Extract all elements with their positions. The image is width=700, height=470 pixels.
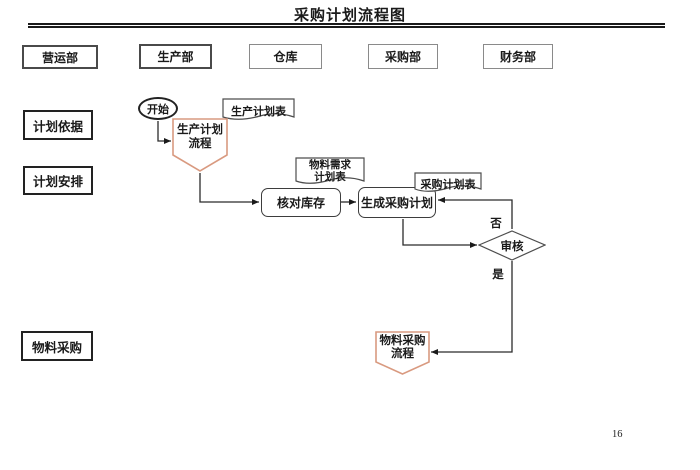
start-node: 开始 — [138, 97, 178, 120]
edge-start-to-prodproc — [157, 121, 171, 144]
generate-purchase-plan-node: 生成采购计划 — [358, 187, 436, 218]
lane-header-operations: 营运部 — [22, 45, 98, 69]
decision-shape — [478, 230, 546, 261]
check-inventory-node: 核对库存 — [261, 188, 341, 217]
node-label-line1: 生产计划 — [177, 124, 223, 136]
production-plan-process-node: 生产计划 流程 — [172, 118, 228, 173]
lane-header-finance: 财务部 — [483, 44, 553, 69]
lane-header-warehouse: 仓库 — [249, 44, 322, 69]
node-label-line2: 流程 — [188, 138, 212, 150]
node-label-line1: 物料采购 — [379, 335, 426, 347]
review-yes-label: 是 — [492, 269, 504, 281]
review-decision-node: 审核 — [478, 230, 546, 261]
document-shape — [222, 98, 295, 120]
subprocess-shape — [375, 331, 430, 375]
lane-header-purchasing: 采购部 — [368, 44, 438, 69]
node-label: 采购计划表 — [420, 179, 476, 191]
review-no-label: 否 — [490, 218, 502, 230]
page-title: 采购计划流程图 — [293, 7, 406, 24]
material-requirement-doc-node: 物料需求 计划表 — [295, 157, 365, 188]
document-shape — [414, 172, 482, 192]
node-label-line1: 物料需求 — [309, 159, 351, 171]
edge-genplan-to-review — [402, 219, 477, 248]
row-label-material-purchase: 物料采购 — [21, 331, 93, 361]
page-number: 16 — [612, 429, 623, 440]
node-label: 审核 — [500, 241, 524, 253]
lane-header-production: 生产部 — [139, 44, 212, 69]
purchase-plan-doc-node: 采购计划表 — [414, 172, 482, 196]
node-label: 生产计划表 — [231, 106, 286, 118]
node-label-line2: 流程 — [391, 348, 414, 360]
title-divider — [28, 23, 665, 28]
subprocess-shape — [172, 118, 228, 172]
material-purchase-process-node: 物料采购 流程 — [375, 331, 430, 376]
edge-prodproc-to-checkstock — [199, 173, 259, 205]
node-label-line2: 计划表 — [314, 170, 346, 183]
production-plan-doc-node: 生产计划表 — [222, 98, 295, 125]
row-label-plan-basis: 计划依据 — [23, 110, 93, 140]
document-shape — [295, 157, 365, 184]
row-label-plan-arrangement: 计划安排 — [23, 166, 93, 195]
